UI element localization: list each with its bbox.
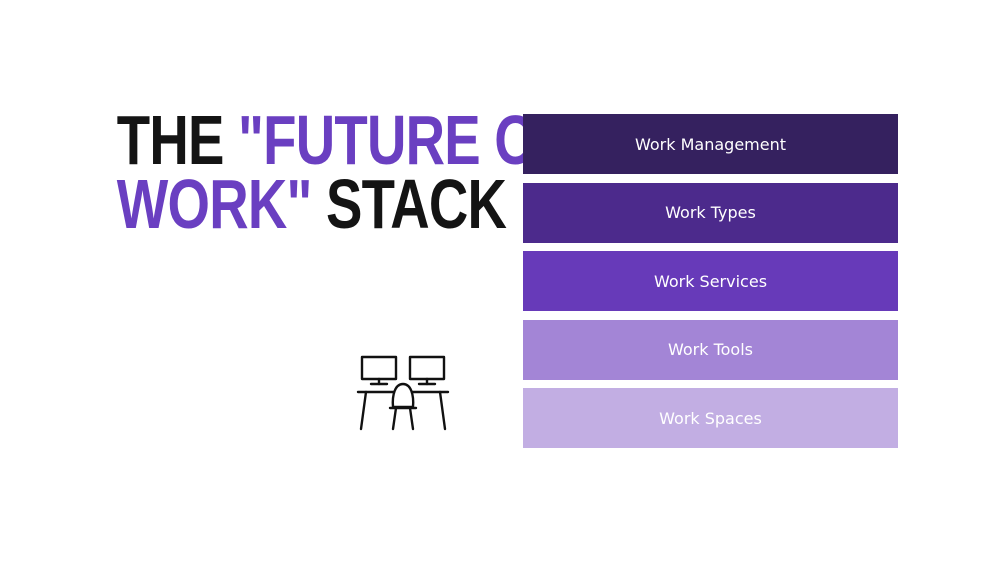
stack-layer-label: Work Spaces: [659, 408, 762, 428]
stack-layer-work-management: Work Management: [523, 114, 898, 174]
title-line-2: WORK" STACK: [117, 169, 507, 239]
desk-workstation-icon: [356, 355, 450, 431]
stack-layer-work-tools: Work Tools: [523, 319, 898, 380]
title-part-stack: STACK: [311, 165, 507, 243]
stack-layer-label: Work Services: [653, 271, 768, 291]
title-part-work: WORK": [116, 165, 313, 243]
stack-layer-work-services: Work Services: [523, 251, 898, 311]
title-line-1: THE "FUTURE OF: [117, 105, 570, 175]
title-part-the: THE: [116, 101, 239, 179]
title-part-future-of: "FUTURE OF: [238, 101, 569, 179]
stack-layer-work-types: Work Types: [523, 182, 898, 243]
stack-layer-label: Work Tools: [667, 340, 753, 359]
stack-layer-label: Work Management: [635, 134, 786, 154]
stack-layer-work-spaces: Work Spaces: [523, 388, 898, 448]
stack-layer-label: Work Types: [665, 203, 756, 222]
page-title: THE "FUTURE OF WORK" STACK: [20, 105, 570, 239]
stack-diagram: Work Management Work Types Work Services…: [523, 114, 898, 457]
